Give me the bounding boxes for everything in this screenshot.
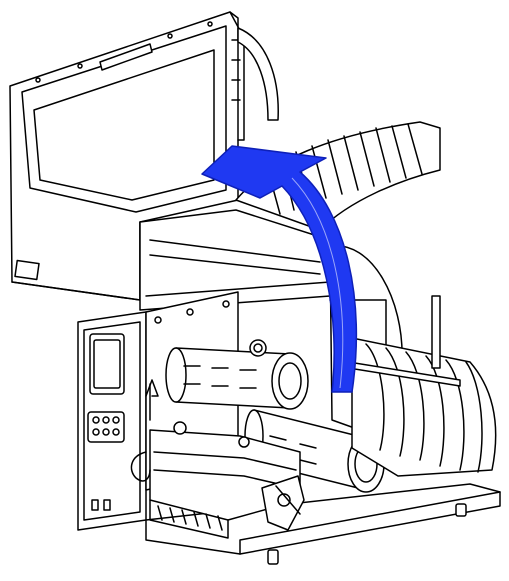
- foot-left: [267, 549, 279, 565]
- printer-main-body: [77, 311, 147, 531]
- open-top-cover: [9, 11, 245, 301]
- foot-right: [455, 503, 467, 517]
- ribbon-takeup-spindle: [244, 409, 385, 493]
- usb-port-1: [91, 499, 99, 511]
- open-direction-arrow: [201, 145, 358, 393]
- ribbon-supply-spindle: [165, 339, 309, 410]
- print-head-assembly: [149, 421, 305, 539]
- base-plate: [145, 483, 501, 565]
- hinge-support-arm: [139, 27, 331, 311]
- cable: [130, 451, 151, 482]
- usb-port-2: [103, 499, 111, 511]
- media-guide-lower: [335, 295, 497, 477]
